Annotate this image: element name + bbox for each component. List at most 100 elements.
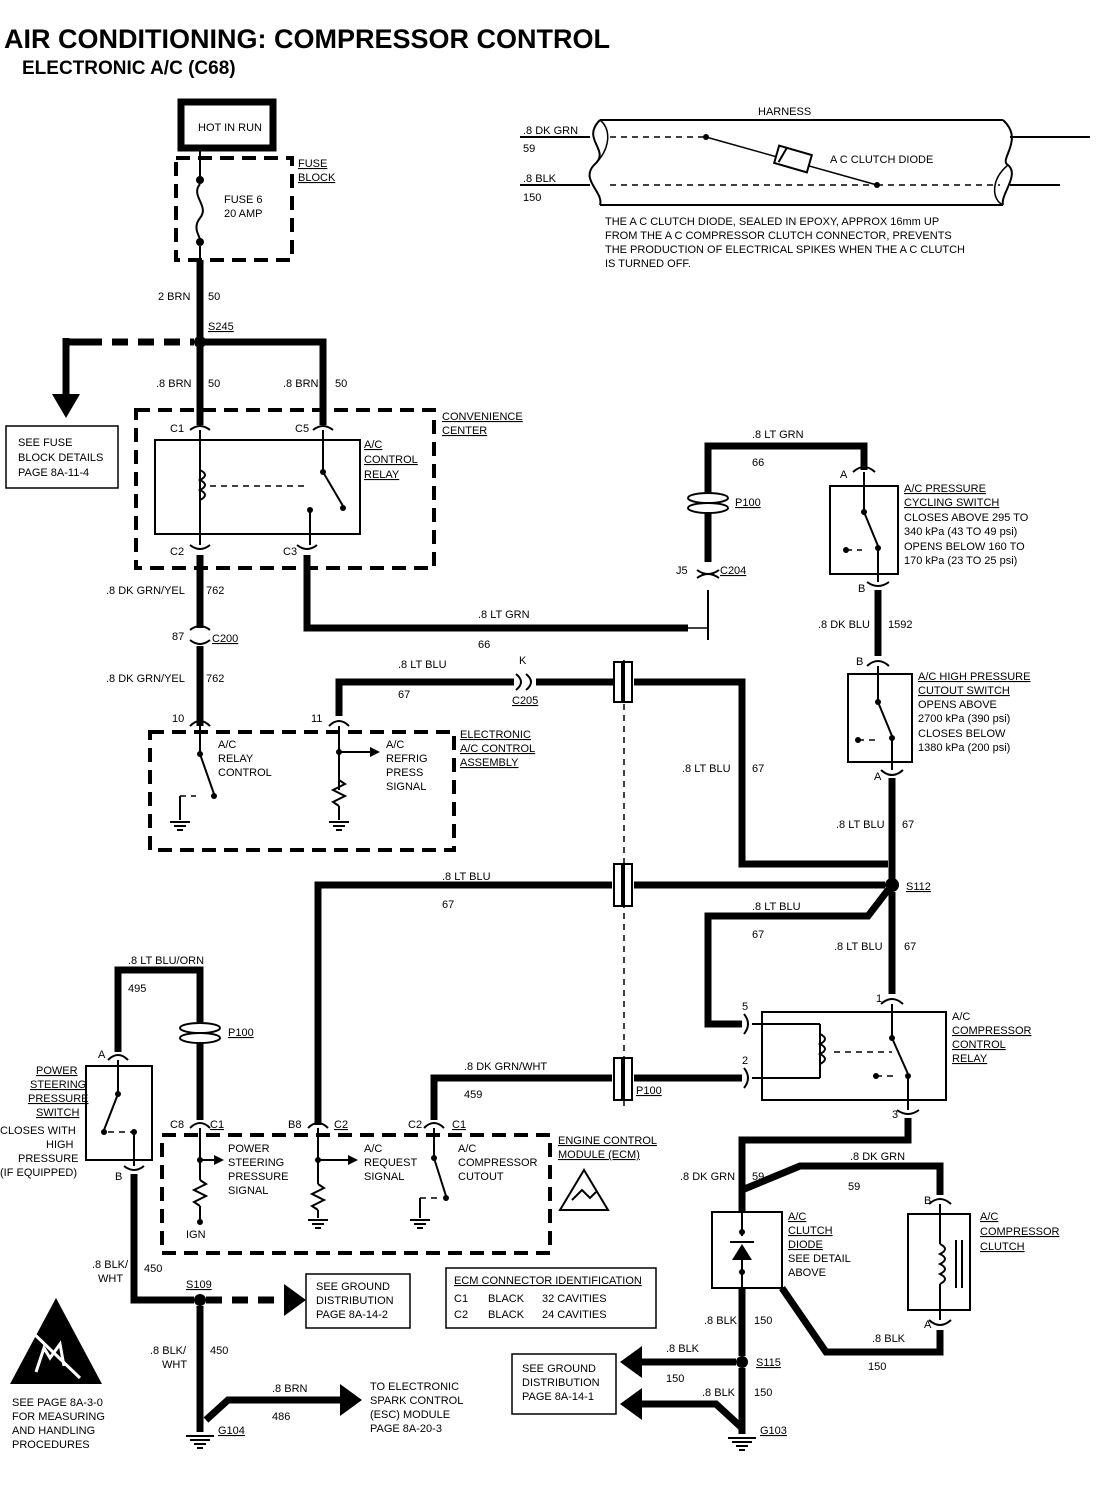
fuse-block: FUSE BLOCK FUSE 6 20 AMP [174,148,336,262]
splice-s245-label: S245 [208,321,234,333]
ecm-connector-id: ECM CONNECTOR IDENTIFICATION C1 BLACK 32… [445,1267,657,1329]
ground-ref-box-1: SEE GROUND DISTRIBUTION PAGE 8A-14-2 [305,1273,411,1329]
harness-detail: HARNESS .8 DK GRN 59 .8 BLK 150 A C CLUT… [520,106,1090,270]
circuit-67c: 67 [752,763,764,775]
svg-text:PRESSURE: PRESSURE [28,1093,89,1105]
svg-text:STEERING: STEERING [30,1079,86,1091]
wire-dkgrnyel-1: .8 DK GRN/YEL [106,585,185,597]
svg-text:ASSEMBLY: ASSEMBLY [460,757,519,769]
harness-note-2: FROM THE A C COMPRESSOR CLUTCH CONNECTOR… [605,230,952,242]
connector-c200: C200 [212,633,238,645]
esd-warning-icon [10,1298,102,1384]
esd-note-2: FOR MEASURING [12,1411,105,1423]
svg-text:PRESSURE: PRESSURE [228,1171,289,1183]
svg-text:CUTOUT: CUTOUT [458,1171,504,1183]
svg-text:CONTROL: CONTROL [952,1039,1006,1051]
splice-s115 [736,1356,748,1368]
wire-blkwht-2b: WHT [162,1359,187,1371]
circuit-150a: 150 [754,1315,772,1327]
svg-text:C2: C2 [408,1119,422,1131]
fuse-ref-box: SEE FUSE BLOCK DETAILS PAGE 8A-11-4 [5,425,119,489]
svg-text:POWER: POWER [228,1143,270,1155]
esd-note-1: SEE PAGE 8A-3-0 [12,1397,103,1409]
svg-text:A/C: A/C [980,1211,998,1223]
ac-clutch-diode: A/C CLUTCH DIODE SEE DETAIL ABOVE [711,1211,851,1289]
wire-dkgrn-left: .8 DK GRN [680,1171,735,1183]
esc-ref-2: SPARK CONTROL [370,1395,463,1407]
svg-text:BLACK: BLACK [488,1293,525,1305]
esc-ref-1: TO ELECTRONIC [370,1381,459,1393]
circuit-50b: 50 [208,378,220,390]
circuit-67b: 67 [442,899,454,911]
svg-text:A/C PRESSURE: A/C PRESSURE [904,483,986,495]
esd-note-4: PROCEDURES [12,1439,90,1451]
wire-ltgrn-top: .8 LT GRN [752,429,804,441]
svg-text:RELAY: RELAY [952,1053,988,1065]
svg-text:1380 kPa (200 psi): 1380 kPa (200 psi) [918,742,1010,754]
wire-blk-4: .8 BLK [872,1333,906,1345]
circuit-150d: 150 [868,1361,886,1373]
wire-dkgrnyel-2: .8 DK GRN/YEL [106,673,185,685]
svg-text:OPENS BELOW 160 TO: OPENS BELOW 160 TO [904,541,1025,553]
splice-s112 [885,878,899,892]
svg-text:PAGE 8A-14-1: PAGE 8A-14-1 [522,1391,594,1403]
circuit-50c: 50 [335,378,347,390]
svg-text:B: B [115,1171,122,1183]
svg-text:A/C: A/C [364,439,382,451]
svg-text:BLOCK DETAILS: BLOCK DETAILS [18,452,103,464]
svg-text:A/C CONTROL: A/C CONTROL [460,743,535,755]
wire-ltblu-5: .8 LT BLU [752,901,801,913]
connector-c204: C204 [720,565,746,577]
svg-text:340 kPa (43 TO 49 psi): 340 kPa (43 TO 49 psi) [904,526,1017,538]
circuit-67d: 67 [902,819,914,831]
svg-text:SEE DETAIL: SEE DETAIL [788,1253,851,1265]
circuit-50a: 50 [208,291,220,303]
svg-text:(IF EQUIPPED): (IF EQUIPPED) [0,1167,77,1179]
svg-text:SEE GROUND: SEE GROUND [522,1363,596,1375]
esc-ref-4: PAGE 8A-20-3 [370,1423,442,1435]
power-steering-pressure-switch: A B POWER STEERING PRESSURE SWITCH CLOSE… [0,1049,153,1183]
svg-text:5: 5 [742,1001,748,1013]
harness-circuit-bottom: 150 [523,192,541,204]
compressor-control-relay: 1 5 2 3 A/C COMPRESSOR CONTROL RELAY [742,993,1032,1121]
circuit-67a: 67 [398,689,410,701]
splice-s245 [194,336,206,348]
circuit-450a: 450 [144,1263,162,1275]
svg-text:C2: C2 [170,546,184,558]
svg-text:PAGE 8A-14-2: PAGE 8A-14-2 [316,1309,388,1321]
wire-blk-1: .8 BLK [704,1315,738,1327]
fuse-rating: 20 AMP [224,208,263,220]
wire-blkwht-1b: WHT [98,1273,123,1285]
svg-text:SIGNAL: SIGNAL [386,781,426,793]
svg-text:ELECTRONIC: ELECTRONIC [460,729,531,741]
hot-in-run-box: HOT IN RUN [177,98,277,152]
svg-text:C5: C5 [295,423,309,435]
splice-s109 [194,1294,206,1306]
circuit-459: 459 [464,1089,482,1101]
wire-dkgrn-right: .8 DK GRN [850,1151,905,1163]
svg-text:G103: G103 [760,1425,787,1437]
svg-text:STEERING: STEERING [228,1157,284,1169]
wire-blkwht-1a: .8 BLK/ [92,1259,129,1271]
svg-text:C1: C1 [452,1119,466,1131]
svg-text:SWITCH: SWITCH [36,1107,79,1119]
svg-text:B: B [856,656,863,668]
ground-ref-box-2: SEE GROUND DISTRIBUTION PAGE 8A-14-1 [511,1353,617,1415]
svg-text:COMPRESSOR: COMPRESSOR [458,1157,538,1169]
svg-text:CLUTCH: CLUTCH [788,1225,833,1237]
fuse-label: FUSE 6 [224,194,263,206]
svg-text:C2: C2 [334,1119,348,1131]
svg-text:REFRIG: REFRIG [386,753,428,765]
svg-text:A/C: A/C [386,739,404,751]
svg-text:CLOSES BELOW: CLOSES BELOW [918,728,1006,740]
svg-text:CONTROL: CONTROL [364,454,418,466]
connector-k: K [519,655,527,667]
high-pressure-cutout-switch: B A A/C HIGH PRESSURE CUTOUT SWITCH OPEN… [847,656,1030,783]
wire-2brn: 2 BRN [158,291,190,303]
svg-text:CLOSES WITH: CLOSES WITH [0,1125,76,1137]
harness-circuit-top: 59 [523,143,535,155]
wire-blk-3: .8 BLK [702,1387,736,1399]
connector-c205: C205 [512,695,538,707]
circuit-762b: 762 [206,673,224,685]
